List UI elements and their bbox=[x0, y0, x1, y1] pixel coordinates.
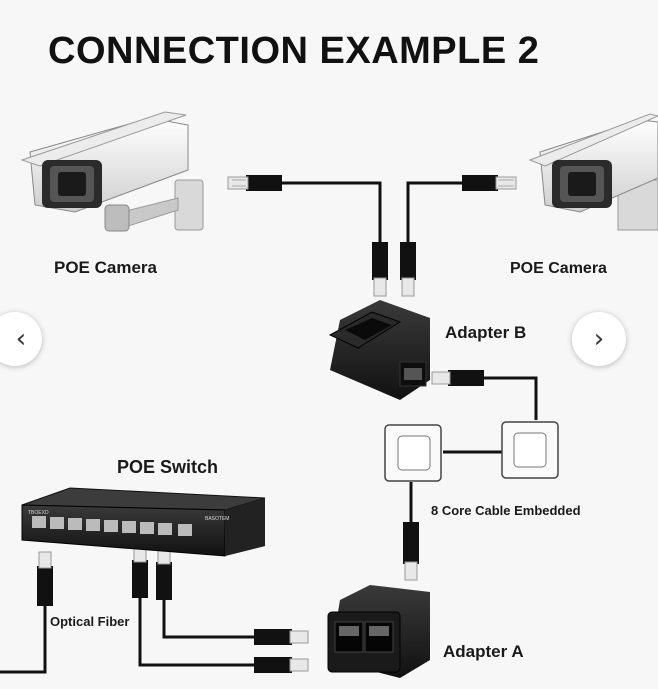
label-adapter-a: Adapter A bbox=[443, 642, 524, 661]
cable-adapter-b-out bbox=[482, 376, 538, 420]
label-optical-fiber: Optical Fiber bbox=[50, 614, 130, 629]
wall-plate-icon bbox=[384, 424, 442, 482]
camera-left-icon bbox=[20, 111, 204, 232]
next-image-button[interactable]: › bbox=[572, 312, 626, 366]
cable-switch-1 bbox=[138, 595, 256, 667]
rj45-plug-icon bbox=[227, 175, 282, 191]
rj45-plug-icon bbox=[431, 370, 484, 386]
camera-right-icon bbox=[528, 113, 658, 231]
rj45-plug-icon bbox=[372, 242, 388, 297]
rj45-plug-icon bbox=[254, 657, 309, 673]
switch-brand: TBOEXD bbox=[28, 510, 49, 516]
rj45-plug-icon bbox=[254, 629, 309, 645]
chevron-left-icon: ‹ bbox=[15, 324, 27, 354]
rj45-plug-icon bbox=[462, 175, 517, 191]
diagram-title: CONNECTION EXAMPLE 2 bbox=[48, 30, 540, 72]
label-adapter-b: Adapter B bbox=[445, 323, 527, 342]
cable-switch-2 bbox=[162, 598, 256, 639]
adapter-b-icon bbox=[328, 300, 430, 400]
cable-optical-fiber bbox=[0, 605, 47, 674]
rj45-plug-icon bbox=[403, 522, 419, 581]
poe-switch-icon: TBOEXD BASOTEM bbox=[21, 487, 266, 557]
cable-right-camera bbox=[406, 181, 464, 243]
cable-left-camera bbox=[280, 181, 382, 243]
adapter-a-icon bbox=[327, 585, 430, 678]
switch-model: BASOTEM bbox=[205, 516, 229, 522]
cables bbox=[0, 181, 538, 674]
label-poe-camera-left: POE Camera bbox=[54, 258, 157, 277]
rj45-plug-icon bbox=[156, 547, 172, 600]
rj45-plug-icon bbox=[37, 551, 53, 606]
prev-image-button[interactable]: ‹ bbox=[0, 312, 42, 366]
label-poe-switch: POE Switch bbox=[117, 457, 219, 477]
chevron-right-icon: › bbox=[593, 324, 605, 354]
rj45-plug-icon bbox=[400, 242, 416, 297]
label-cable: 8 Core Cable Embedded bbox=[431, 503, 581, 518]
label-poe-camera-right: POE Camera bbox=[510, 260, 607, 277]
wall-plate-icon bbox=[501, 421, 559, 479]
rj45-plug-icon bbox=[132, 545, 148, 598]
